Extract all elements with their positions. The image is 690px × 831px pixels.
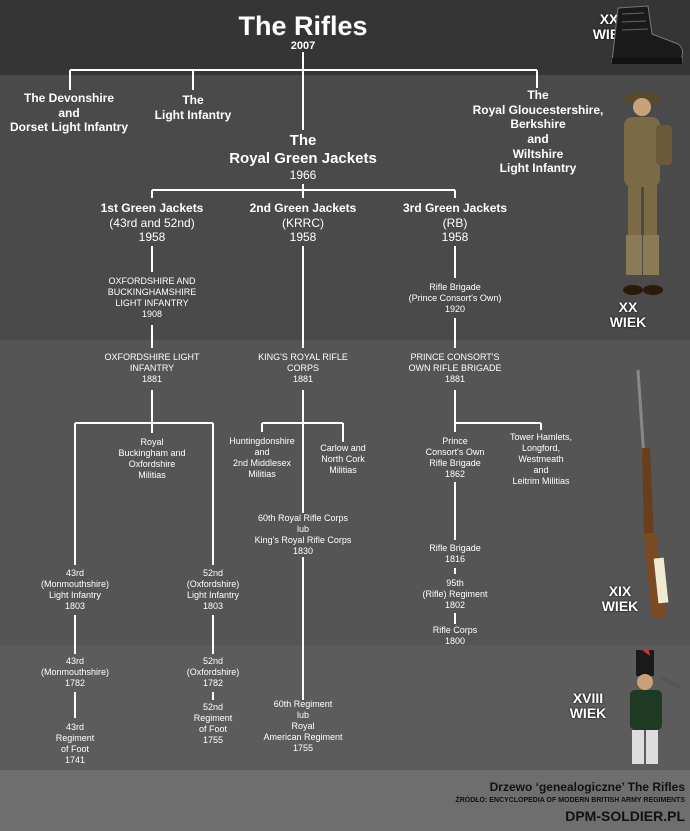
43rd-monmouthshire-1782: 43rd(Monmouthshire)1782 [40,656,110,688]
napoleonic-soldier-icon [630,650,682,764]
2nd-green-jackets: 2nd Green Jackets(KRRC)1958 [249,201,357,245]
footer-title: Drzewo ‘genealogiczne’ The Rifles [489,780,685,794]
rifle-icon [636,369,669,618]
ww1-soldier-icon [623,93,672,295]
band-20th-century [0,75,690,340]
footer-band [0,770,690,831]
page-title: The Rifles [238,11,368,41]
title-year: 2007 [290,40,316,52]
rifle-brigade-pco-1920: Rifle Brigade(Prince Consort's Own)1920 [408,282,502,314]
3rd-green-jackets: 3rd Green Jackets(RB)1958 [402,201,508,245]
footer-site[interactable]: DPM-SOLDIER.PL [565,808,685,824]
band-19th-century [0,340,690,645]
band-18th-century [0,645,690,770]
rgj-year: 1966 [289,168,317,182]
1st-green-jackets: 1st Green Jackets(43rd and 52nd)1958 [100,201,204,245]
footer-source: ŹRÓDŁO: ENCYCLOPEDIA OF MODERN BRITISH A… [455,797,685,804]
combat-boot-icon [611,5,683,64]
52nd-oxfordshire-1782: 52nd(Oxfordshire)1782 [186,656,240,688]
band-21st-century [0,0,690,75]
